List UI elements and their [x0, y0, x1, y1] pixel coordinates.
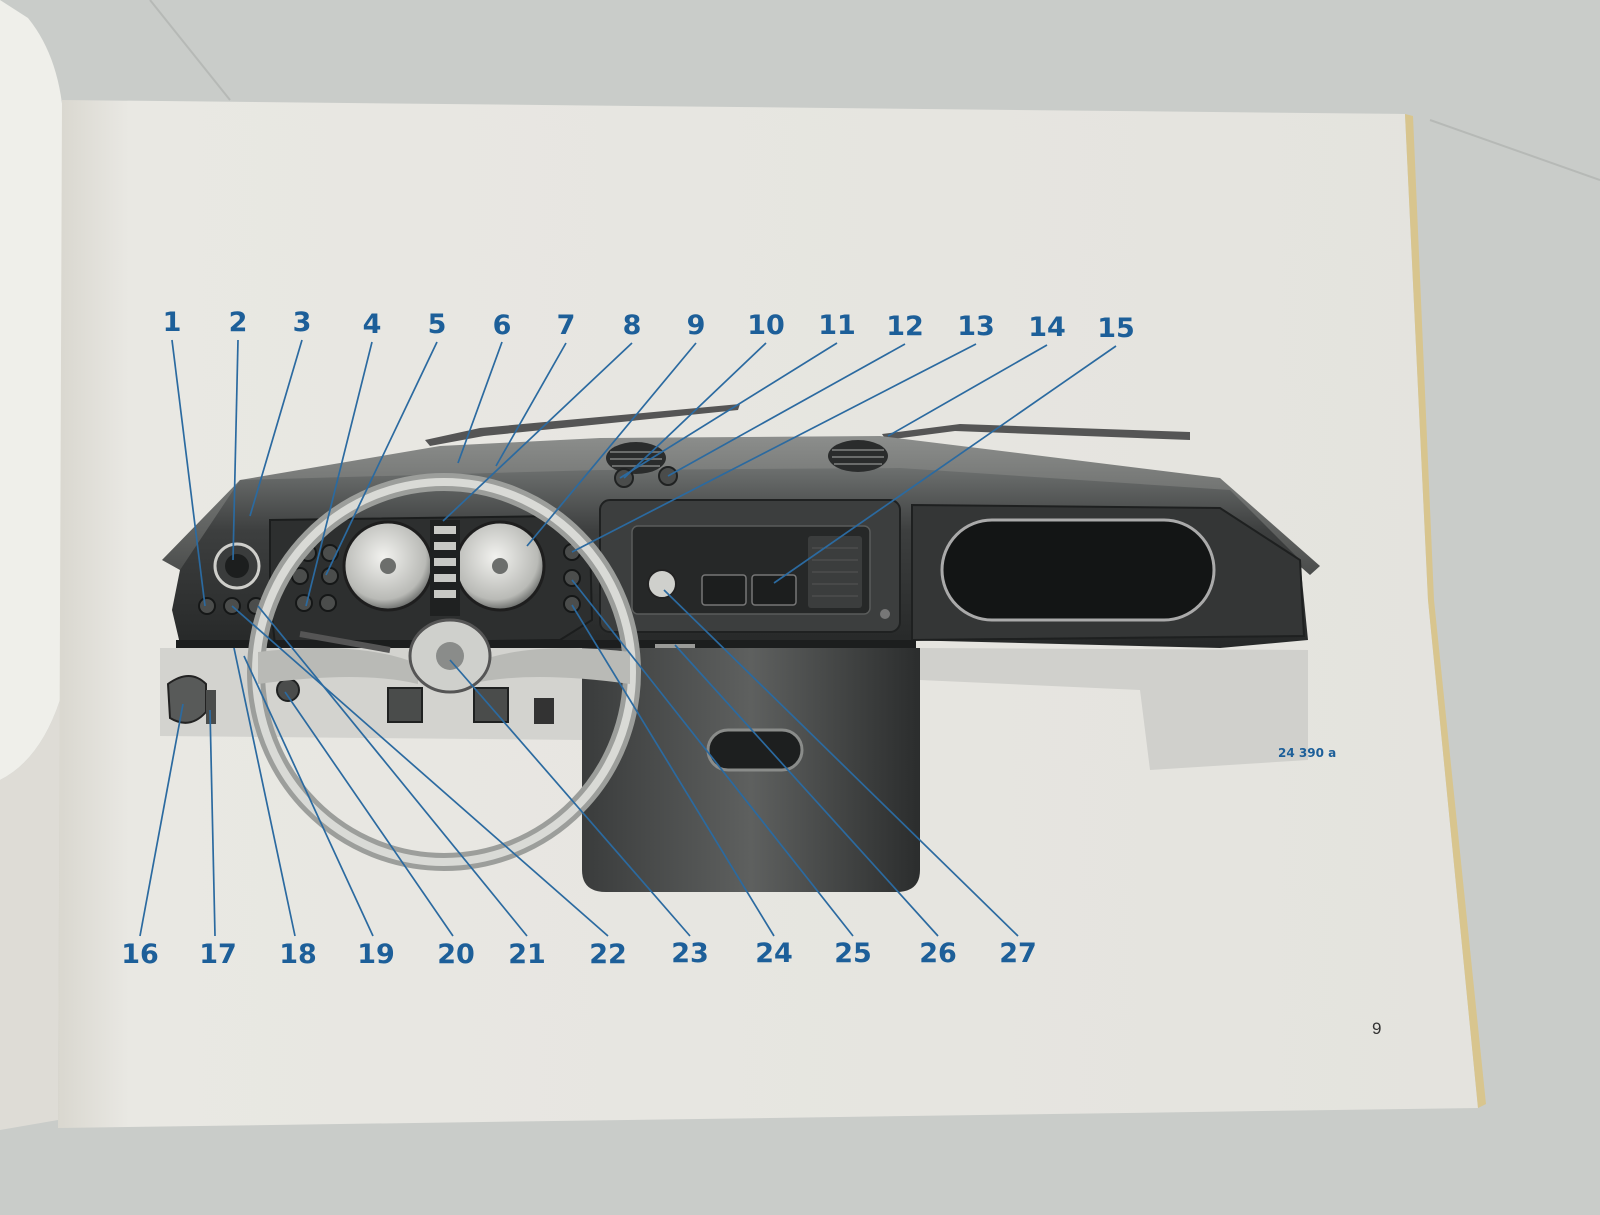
callout-7: 7 — [557, 310, 576, 341]
callout-16: 16 — [121, 939, 159, 970]
callout-19: 19 — [357, 939, 395, 970]
left-page-curl — [0, 0, 64, 780]
callouts-bottom: 16 17 18 19 20 21 22 23 24 25 26 27 — [121, 938, 1037, 970]
callout-3: 3 — [293, 307, 312, 338]
callout-15: 15 — [1097, 313, 1135, 344]
right-wiper — [882, 424, 1190, 440]
callout-17: 17 — [199, 939, 237, 970]
center-vent-left — [606, 442, 666, 474]
leader-lines — [139, 339, 1117, 937]
figure-reference-code: 24 390 a — [1278, 746, 1336, 760]
glove-box-opening — [940, 518, 1216, 622]
callout-1: 1 — [163, 307, 182, 338]
callout-26: 26 — [919, 938, 957, 969]
callout-18: 18 — [279, 939, 317, 970]
callout-5: 5 — [428, 309, 447, 340]
callout-11: 11 — [818, 310, 856, 341]
callout-14: 14 — [1028, 312, 1066, 343]
callout-20: 20 — [437, 939, 475, 970]
callout-9: 9 — [687, 310, 706, 341]
left-wiper — [425, 404, 740, 446]
steering-wheel — [247, 473, 641, 871]
callout-13: 13 — [957, 311, 995, 342]
clutch-pedal — [387, 687, 423, 723]
page-number: 9 — [1372, 1019, 1381, 1038]
center-vent-right — [828, 440, 888, 472]
console-handle — [706, 728, 804, 772]
callout-6: 6 — [493, 310, 512, 341]
callout-21: 21 — [508, 939, 546, 970]
callout-24: 24 — [755, 938, 793, 969]
callouts-top: 1 2 3 4 5 6 7 8 9 10 11 12 13 14 15 — [163, 307, 1135, 344]
callout-2: 2 — [229, 307, 248, 338]
callout-27: 27 — [999, 938, 1037, 969]
accelerator-pedal — [534, 698, 554, 724]
callout-22: 22 — [589, 939, 627, 970]
callout-12: 12 — [886, 311, 924, 342]
callout-23: 23 — [671, 938, 709, 969]
headlight-switch-housing — [166, 675, 207, 724]
callout-25: 25 — [834, 938, 872, 969]
callout-10: 10 — [747, 310, 785, 341]
ignition-lock — [647, 569, 677, 599]
dashboard-illustration — [160, 404, 1320, 892]
callout-8: 8 — [623, 310, 642, 341]
callout-4: 4 — [363, 309, 382, 340]
